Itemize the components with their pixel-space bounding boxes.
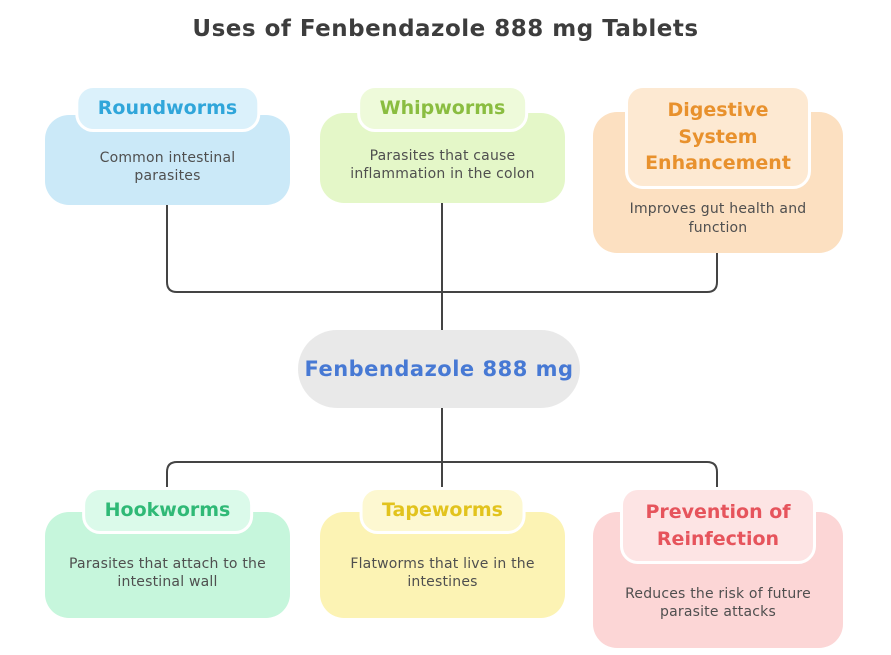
- node-roundworms[interactable]: Common intestinal parasites Roundworms: [45, 85, 290, 205]
- node-tapeworms-header[interactable]: Tapeworms: [359, 487, 526, 534]
- node-digestive-description: Improves gut health and function: [629, 201, 807, 236]
- node-hookworms[interactable]: Parasites that attach to the intestinal …: [45, 487, 290, 618]
- node-prevention-of-reinfection[interactable]: Reduces the risk of future parasite atta…: [593, 487, 843, 648]
- node-tapeworms[interactable]: Flatworms that live in the intestines Ta…: [320, 487, 565, 618]
- node-whipworms-body: Parasites that cause inflammation in the…: [320, 113, 565, 203]
- node-whipworms[interactable]: Parasites that cause inflammation in the…: [320, 85, 565, 203]
- connector-group: [166, 202, 718, 491]
- node-whipworms-header[interactable]: Whipworms: [356, 85, 529, 132]
- node-digestive-system-enhancement[interactable]: Improves gut health and function Digesti…: [593, 85, 843, 253]
- node-fenbendazole-central[interactable]: Fenbendazole 888 mg: [298, 330, 580, 408]
- node-hookworms-header[interactable]: Hookworms: [81, 487, 254, 534]
- node-roundworms-description: Common intestinal parasites: [99, 149, 236, 184]
- node-digestive-header[interactable]: Digestive System Enhancement: [625, 85, 811, 189]
- node-roundworms-header[interactable]: Roundworms: [74, 85, 261, 132]
- central-node-label: Fenbendazole 888 mg: [304, 357, 574, 381]
- node-hookworms-description: Parasites that attach to the intestinal …: [69, 555, 266, 590]
- node-prevention-header[interactable]: Prevention of Reinfection: [620, 487, 816, 565]
- diagram-title: Uses of Fenbendazole 888 mg Tablets: [192, 16, 699, 42]
- connector-bottom-bus: [166, 461, 718, 491]
- node-prevention-description: Reduces the risk of future parasite atta…: [625, 585, 811, 620]
- node-tapeworms-description: Flatworms that live in the intestines: [350, 555, 535, 590]
- node-whipworms-description: Parasites that cause inflammation in the…: [350, 147, 535, 182]
